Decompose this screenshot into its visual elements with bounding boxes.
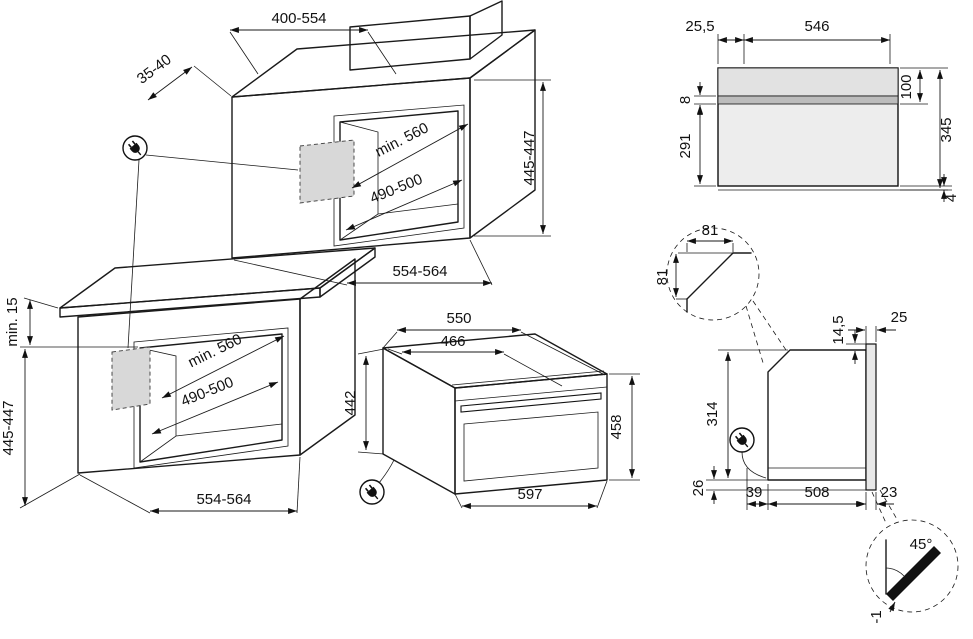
dim-label-door-top-offset: 14,5 [830, 315, 847, 344]
dim-label-side-offset: 25,5 [685, 18, 714, 35]
dim-label-oven-front-height: 458 [608, 414, 625, 439]
dim-label-bottom-gap: 4 [943, 194, 960, 202]
corner-floor-strip [886, 546, 941, 601]
socket-callout [122, 135, 299, 349]
dim-front-top-section: 100 [898, 67, 948, 105]
dim-label-chamfer-width: 81 [702, 222, 719, 239]
dim-label-base-niche-width: 490-500 [179, 374, 236, 410]
dim-side-base-offset: 26 [690, 466, 768, 504]
dim-oven-width: 597 [454, 480, 608, 509]
dim-side-door-protrusion: 25 [848, 309, 907, 344]
dim-base-width: 554-564 [79, 456, 301, 514]
dim-front-inner-width: 546 [744, 18, 891, 64]
chamfer-detail: 81 81 [654, 222, 787, 367]
dim-label-floor-offset: -1 [868, 610, 885, 623]
dim-label-top-clearance: min. 15 [4, 297, 21, 346]
base-niche-interior [139, 347, 283, 463]
dim-side-body-height: 314 [704, 349, 788, 478]
dim-label-oven-rear-height: 442 [342, 390, 359, 415]
base-cabinet-right-face [299, 258, 356, 456]
side-power-cord [741, 451, 767, 479]
base-niche-frame [133, 327, 289, 469]
detail-circle [666, 227, 760, 321]
dim-label-top-width: 400-554 [271, 10, 326, 27]
power-plug-icon [729, 427, 755, 453]
dim-label-top-section: 100 [898, 74, 915, 99]
dim-base-niche-height: 445-447 [0, 349, 81, 509]
dim-label-front-clearance: 23 [881, 484, 898, 501]
oven-top-face [382, 333, 608, 389]
dim-oven-front-height: 458 [608, 373, 640, 481]
tall-cabinet-view: 400-554 35-40 min. 560 490-500 445-447 5… [134, 0, 551, 286]
tall-niche-frame [333, 104, 465, 247]
dim-label-chamfer-height: 81 [654, 269, 671, 286]
angle-arc [885, 567, 905, 577]
dim-oven-inner-depth: 466 [387, 333, 563, 387]
oven-top-trim [451, 370, 605, 386]
base-cabinet-front-face [77, 298, 301, 474]
dim-tall-niche-width: 490-500 [345, 171, 463, 231]
dim-front-bottom-gap: 4 [898, 174, 960, 202]
dim-label-door-height: 291 [677, 133, 694, 158]
dim-label-oven-inner-depth: 466 [440, 333, 465, 350]
oven-control-panel-line [454, 386, 608, 402]
front-view: 25,5 546 100 8 291 345 [677, 18, 960, 202]
side-view: 14,5 25 314 26 39 508 [654, 222, 959, 624]
dim-label-base-width: 554-564 [196, 491, 251, 508]
dim-base-niche-width: 490-500 [151, 374, 279, 435]
dim-label-total-height: 345 [938, 117, 955, 142]
front-handle-bar [717, 95, 899, 105]
dim-label-inner-width: 546 [804, 18, 829, 35]
base-cabinet-view: min. 15 445-447 min. 560 490-500 554-564 [0, 247, 376, 514]
dim-label-rear-clearance: 39 [746, 484, 763, 501]
base-socket-zone [111, 346, 151, 411]
detail-circle [865, 519, 959, 613]
dim-label-door-protrusion: 25 [891, 309, 908, 326]
oven-door-inner [463, 411, 599, 482]
dim-label-body-depth: 508 [804, 484, 829, 501]
dim-tall-niche-height: 445-447 [474, 79, 551, 237]
dim-label-base-width: 554-564 [392, 263, 447, 280]
tall-cabinet-front-face [231, 77, 471, 259]
tall-cabinet-upper-panel-side [469, 0, 503, 60]
oven-handle [460, 392, 602, 413]
dim-label-handle-step: 8 [677, 96, 694, 104]
side-body [767, 349, 867, 481]
dim-label-base-offset: 26 [690, 480, 707, 497]
dim-front-door-height: 291 [677, 106, 716, 187]
oven-left-face [382, 347, 456, 495]
tall-socket-zone [299, 139, 355, 204]
dim-tall-top-offset: 35-40 [134, 51, 232, 101]
dim-label-corner-angle: 45° [910, 536, 933, 553]
corner-detail: 45° -1 [865, 489, 959, 624]
front-control-panel [717, 67, 899, 97]
dim-tall-base-width: 554-564 [233, 239, 493, 286]
dim-label-niche-depth: min. 560 [372, 119, 431, 160]
side-door [865, 343, 877, 491]
dim-label-niche-height: 445-447 [521, 130, 538, 185]
dim-label-oven-depth: 550 [446, 310, 471, 327]
dim-label-body-height: 314 [704, 401, 721, 426]
dim-label-top-offset: 35-40 [134, 51, 175, 88]
dim-tall-top-width: 400-554 [229, 10, 397, 75]
power-plug-icon [359, 479, 385, 505]
oven-power-cord [378, 459, 395, 484]
tall-niche-opening [339, 110, 459, 241]
oven-front-face [454, 373, 608, 495]
dim-side-door-top-offset: 14,5 [830, 315, 866, 364]
dim-side-bottom-chain: 39 508 23 [746, 468, 898, 510]
dim-base-top-clearance: min. 15 [4, 297, 138, 348]
dim-front-handle-step: 8 [677, 82, 716, 118]
dim-oven-rear-height: 442 [342, 348, 385, 455]
countertop-front-edge [59, 287, 321, 318]
dim-label-base-niche-height: 445-447 [0, 400, 17, 455]
oven-view: 550 466 442 458 597 [342, 310, 640, 509]
countertop-right-edge [319, 247, 376, 298]
power-plug-icon [122, 135, 148, 161]
dim-front-side-offset: 25,5 [685, 18, 745, 64]
dim-oven-depth: 550 [382, 310, 606, 376]
dim-label-niche-width: 490-500 [368, 171, 425, 207]
dim-label-oven-width: 597 [517, 486, 542, 503]
